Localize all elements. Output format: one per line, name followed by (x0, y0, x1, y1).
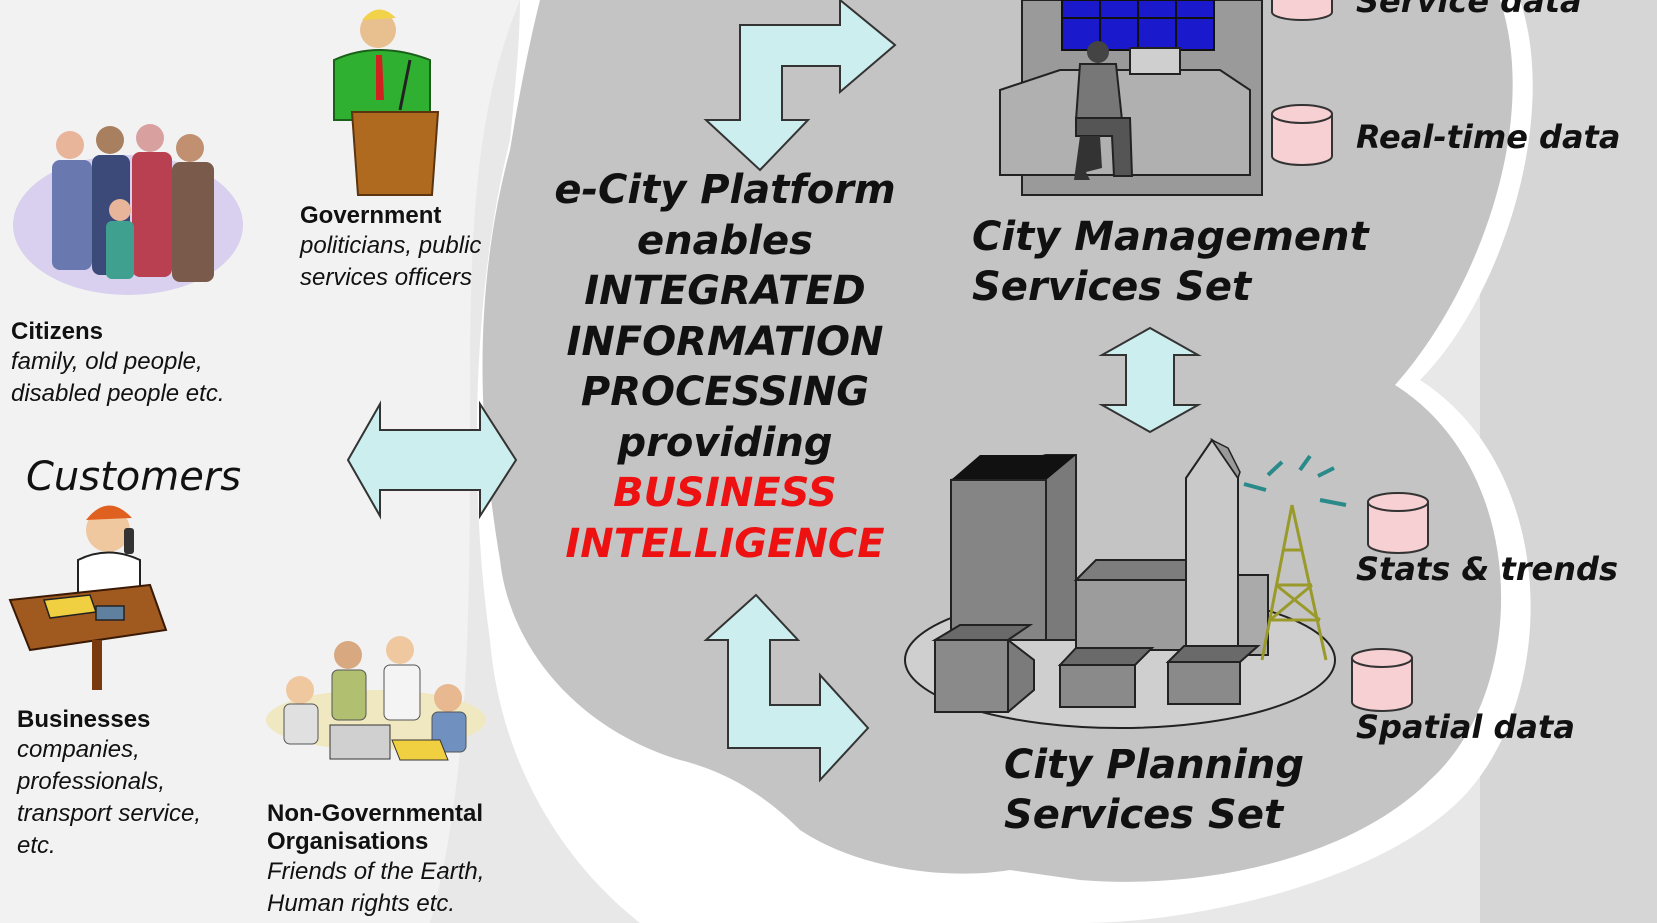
platform-line-3: INTEGRATED (584, 268, 866, 314)
ngo-title-1: Non-Governmental (267, 800, 484, 827)
platform-planning-arrow (703, 593, 870, 783)
platform-highlight-1: BUSINESS (613, 470, 837, 516)
businesses-desc-2: professionals, (17, 768, 166, 795)
government-group: Government politicians, public services … (300, 202, 481, 294)
ngo-group: Non-Governmental Organisations Friends o… (267, 800, 484, 920)
businesses-desc-3: transport service, (17, 800, 202, 827)
cylinder-realtime-icon (1271, 104, 1333, 166)
government-desc-2: services officers (300, 264, 473, 291)
customers-platform-arrow (346, 400, 518, 520)
cylinder-spatial-icon (1351, 648, 1413, 712)
government-title: Government (300, 202, 442, 229)
businesses-illustration (8, 505, 168, 690)
service-data-label: Service data (1356, 0, 1582, 20)
ngo-desc-1: Friends of the Earth, (267, 858, 485, 885)
citizens-desc-2: disabled people etc. (11, 380, 225, 407)
realtime-data-label: Real-time data (1356, 118, 1621, 156)
city-planning-illustration (904, 438, 1347, 729)
control-room-illustration (999, 0, 1263, 196)
customers-heading: Customers (26, 454, 242, 500)
citizens-group: Citizens family, old people, disabled pe… (11, 318, 225, 410)
cylinder-stats-icon (1367, 492, 1429, 554)
planning-title-1: City Planning (1004, 742, 1304, 788)
spatial-data-label: Spatial data (1356, 708, 1575, 746)
businesses-desc-1: companies, (17, 736, 140, 763)
businesses-title: Businesses (17, 706, 151, 733)
management-planning-arrow (1098, 326, 1202, 434)
stats-trends-label: Stats & trends (1356, 550, 1618, 588)
management-title-2: Services Set (972, 264, 1252, 310)
ngo-title-2: Organisations (267, 828, 429, 855)
platform-line-4: INFORMATION (566, 318, 884, 365)
citizens-desc-1: family, old people, (11, 348, 203, 375)
management-title-1: City Management (972, 214, 1369, 260)
platform-highlight-2: INTELLIGENCE (565, 520, 885, 567)
government-illustration (333, 9, 440, 196)
planning-title-2: Services Set (1004, 792, 1284, 838)
platform-line-5: PROCESSING (580, 369, 870, 415)
government-desc-1: politicians, public (300, 232, 482, 259)
businesses-desc-4: etc. (17, 832, 56, 859)
planning-services-title: City Planning Services Set (1004, 740, 1304, 840)
platform-statement: e-City Platform enables INTEGRATED INFOR… (520, 165, 930, 569)
citizens-title: Citizens (11, 318, 104, 345)
citizens-illustration (13, 124, 243, 295)
businesses-group: Businesses companies, professionals, tra… (17, 706, 201, 862)
platform-management-arrow (703, 0, 897, 172)
platform-line-1: e-City Platform (554, 167, 896, 213)
ngo-illustration (266, 636, 486, 761)
management-services-title: City Management Services Set (972, 212, 1369, 312)
cylinder-service-icon (1271, 0, 1333, 21)
ngo-desc-2: Human rights etc. (267, 890, 456, 917)
platform-line-6: providing (617, 419, 833, 466)
platform-line-2: enables (637, 217, 813, 264)
